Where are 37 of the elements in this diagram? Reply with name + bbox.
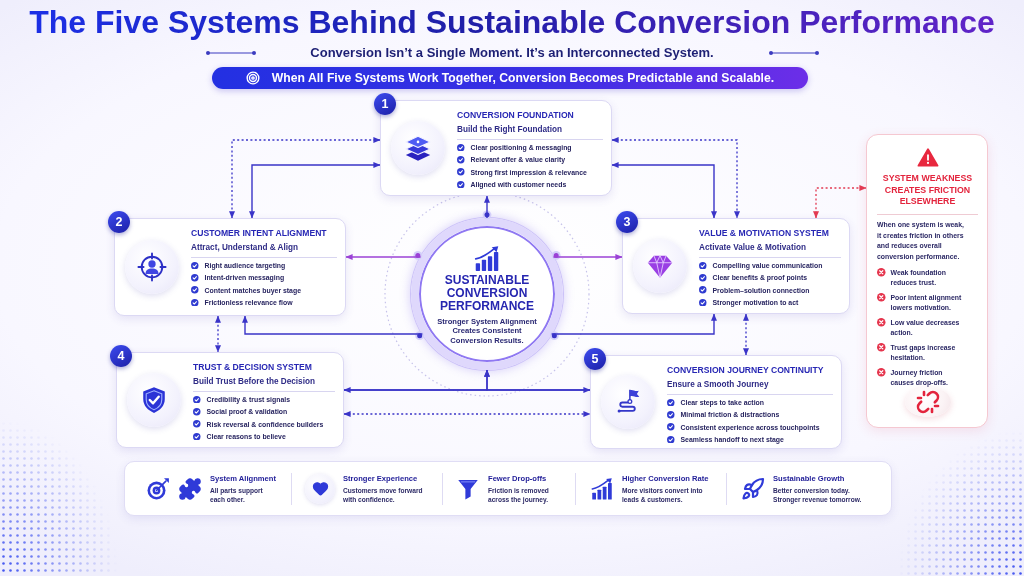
- warning-panel: [866, 134, 988, 428]
- dashed-connector: [229, 137, 381, 219]
- subtitle: Conversion Isn’t a Single Moment. It’s an Interconnected System.: [310, 44, 714, 61]
- dashed-connector: [343, 411, 591, 417]
- connector-arrow: [345, 254, 422, 260]
- connector-arrow: [484, 195, 490, 219]
- card-subtitle: Build the Right Foundation: [457, 124, 563, 135]
- card-title: CUSTOMER INTENT ALIGNMENT: [191, 228, 327, 239]
- card-title: CONVERSION FOUNDATION: [457, 110, 574, 121]
- card-title: TRUST & DECISION SYSTEM: [193, 362, 312, 373]
- card-subtitle: Build Trust Before the Decision: [193, 376, 315, 387]
- benefits-bar: [124, 461, 892, 516]
- connector-arrow: [484, 369, 591, 391]
- card-subtitle: Activate Value & Motivation: [699, 242, 806, 253]
- number-badge: 1: [374, 93, 396, 115]
- dashed-connector: [215, 315, 221, 353]
- hub-circle: [411, 218, 563, 370]
- hub-title: SUSTAINABLE CONVERSION PERFORMANCE: [439, 273, 535, 313]
- connector-arrow: [249, 162, 381, 219]
- number-badge: 2: [108, 211, 130, 233]
- number-badge: 3: [616, 211, 638, 233]
- panel-title: SYSTEM WEAKNESS CREATES FRICTION ELSEWHERE: [881, 173, 974, 208]
- banner-text: When All Five Systems Work Together, Conversion Becomes Predictable and Scalable.: [271, 70, 775, 86]
- dashed-connector: [813, 185, 867, 219]
- card-subtitle: Attract, Understand & Align: [191, 242, 299, 253]
- card-title: CONVERSION JOURNEY CONTINUITY: [667, 365, 824, 376]
- highlight-banner: [212, 67, 808, 89]
- connector-arrow: [550, 313, 717, 335]
- connector-arrow: [611, 162, 717, 219]
- connector-arrow: [552, 254, 623, 260]
- number-badge: 5: [584, 348, 606, 370]
- dashed-connector: [611, 137, 740, 219]
- card-title: VALUE & MOTIVATION SYSTEM: [699, 228, 829, 239]
- dashed-connector: [743, 313, 749, 356]
- number-badge: 4: [110, 345, 132, 367]
- connector-arrow: [242, 315, 424, 335]
- card-subtitle: Ensure a Smooth Journey: [667, 379, 769, 390]
